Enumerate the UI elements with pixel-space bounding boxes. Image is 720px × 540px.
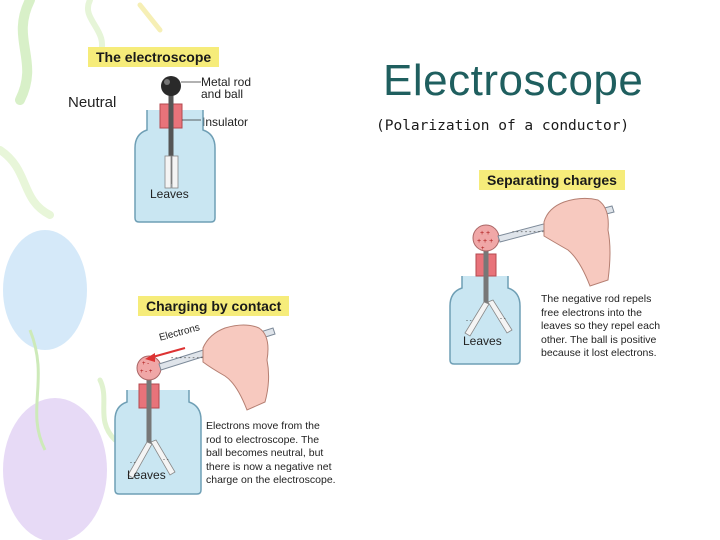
balloon-blue-shape bbox=[3, 230, 87, 350]
electroscope-neutral-diagram bbox=[134, 76, 216, 223]
charging-by-contact-diagram: + - + - + - - - - - - - - - - - - bbox=[114, 324, 276, 495]
metal-rod bbox=[146, 378, 152, 446]
metal-rod bbox=[483, 246, 489, 306]
svg-text:- - - - - - - -: - - - - - - - - bbox=[171, 355, 204, 362]
svg-text:+ + +: + + + bbox=[477, 238, 493, 245]
svg-text:- -: - - bbox=[500, 316, 506, 322]
slide-title: Electroscope bbox=[383, 56, 644, 105]
leaf-right bbox=[150, 439, 176, 476]
leaf-right bbox=[171, 155, 179, 189]
separating-description-line: The negative rod repels bbox=[541, 293, 652, 305]
leaves-label-separating: Leaves bbox=[463, 334, 502, 348]
leaves-label-neutral: Leaves bbox=[150, 187, 189, 201]
svg-text:- -: - - bbox=[466, 318, 472, 324]
panel-contact-heading: Charging by contact bbox=[138, 296, 290, 316]
svg-text:+ +: + + bbox=[480, 230, 490, 237]
svg-text:+ - +: + - + bbox=[140, 369, 153, 375]
contact-description: Electrons move from the rod to electrosc… bbox=[206, 420, 336, 488]
contact-description-line: Electrons move from the bbox=[206, 420, 320, 432]
contact-description-line: there is now a negative net bbox=[206, 460, 332, 473]
svg-text:+ -: + - bbox=[142, 361, 149, 367]
contact-description-line: rod to electroscope. The bbox=[206, 433, 320, 446]
separating-description-line: because it lost electrons. bbox=[541, 347, 657, 359]
svg-text:- - - - - - - - - -: - - - - - - - - - - bbox=[512, 229, 553, 236]
jar-shape bbox=[449, 276, 521, 365]
leaf-left bbox=[164, 155, 172, 189]
panel-separating-heading: Separating charges bbox=[479, 170, 625, 190]
svg-text:- -: - - bbox=[163, 457, 169, 463]
leaves-label-contact: Leaves bbox=[127, 468, 166, 482]
hand-shape bbox=[202, 324, 270, 411]
insulator-label: Insulator bbox=[202, 115, 249, 129]
separating-description-line: other. The ball is positive bbox=[541, 333, 657, 346]
separating-description-line: leaves so they repel each bbox=[541, 320, 661, 332]
contact-description-line: ball becomes neutral, but bbox=[206, 447, 324, 459]
separating-description-line: free electrons into the bbox=[541, 306, 642, 319]
contact-description-line: charge on the electroscope. bbox=[206, 474, 336, 486]
metal-ball bbox=[161, 76, 181, 96]
separating-description: The negative rod repels free electrons i… bbox=[541, 293, 660, 361]
metal-rod-label-line2: and ball bbox=[201, 87, 244, 101]
hand-shape bbox=[543, 197, 611, 287]
metal-rod-label-line1: Metal rod bbox=[201, 75, 252, 89]
svg-text:- -: - - bbox=[130, 460, 136, 466]
balloon-purple-shape bbox=[3, 398, 107, 540]
separating-charges-diagram: + + + + + + - - - - - - - - - - - - - - bbox=[449, 197, 615, 365]
panel-electroscope-heading: The electroscope bbox=[88, 47, 220, 67]
leaf-left bbox=[464, 301, 490, 337]
metal-rod bbox=[168, 88, 174, 184]
slide-subtitle: (Polarization of a conductor) bbox=[376, 118, 630, 134]
svg-text:+: + bbox=[481, 246, 485, 252]
leaf-left bbox=[127, 441, 153, 479]
neutral-label: Neutral bbox=[68, 94, 117, 111]
leaf-right bbox=[487, 299, 513, 334]
